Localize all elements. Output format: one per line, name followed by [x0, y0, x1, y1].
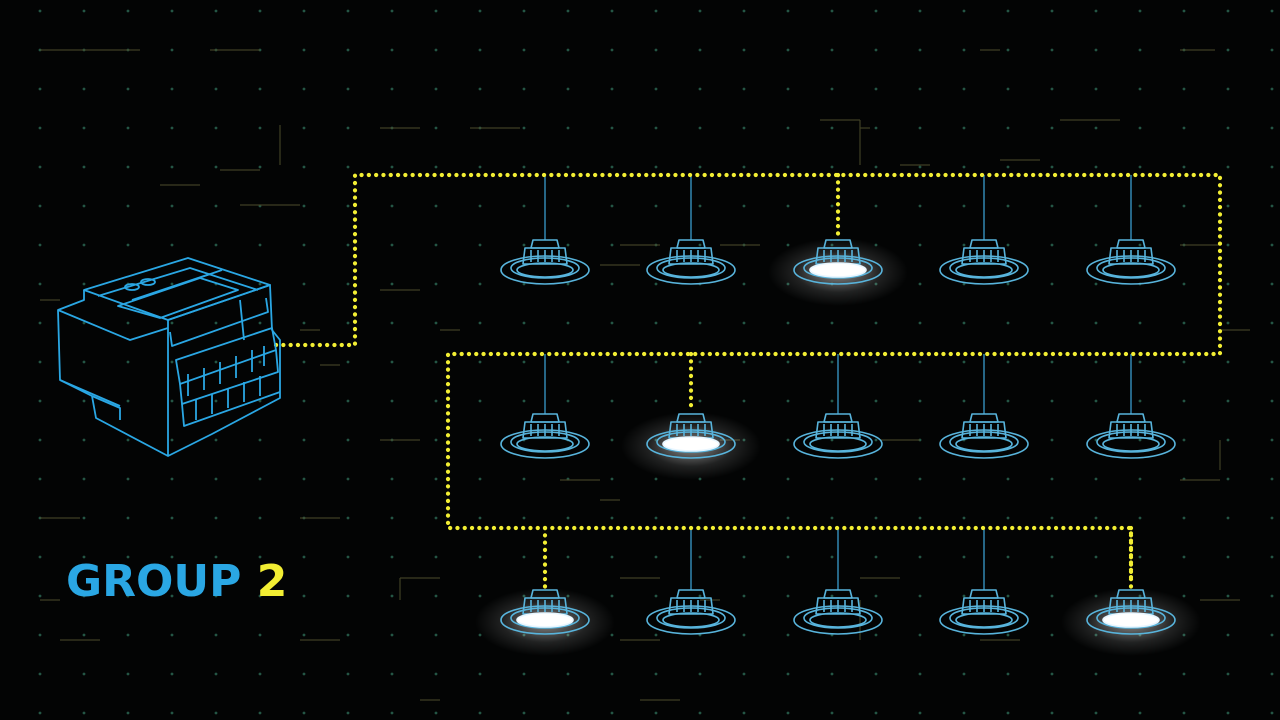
lamp-icon [793, 413, 883, 459]
lamp-drop-lines [544, 175, 1132, 590]
lamp-icon [1086, 413, 1176, 459]
lamp-icon [939, 589, 1029, 635]
lamp-icon [500, 413, 590, 459]
lamp-icon [1086, 239, 1176, 285]
lamp-icon [500, 239, 590, 285]
lamp-icon-lit [768, 238, 908, 306]
lamp-icon-lit [621, 412, 761, 480]
dali-controller-icon [57, 257, 281, 457]
lamp-icon-lit [1061, 588, 1201, 656]
lamp-icon-lit [475, 588, 615, 656]
group-label-number: 2 [256, 556, 288, 607]
lamp-icon [939, 413, 1029, 459]
bus-wire [273, 172, 1223, 591]
lamp-icon [793, 589, 883, 635]
group-label-word: GROUP [66, 556, 242, 607]
background-circuit-lines [40, 49, 1250, 701]
lamp-icon [646, 239, 736, 285]
lamp-grid [475, 238, 1201, 656]
group-label: GROUP 2 [66, 556, 287, 607]
lamp-icon [939, 239, 1029, 285]
lamp-icon [646, 589, 736, 635]
